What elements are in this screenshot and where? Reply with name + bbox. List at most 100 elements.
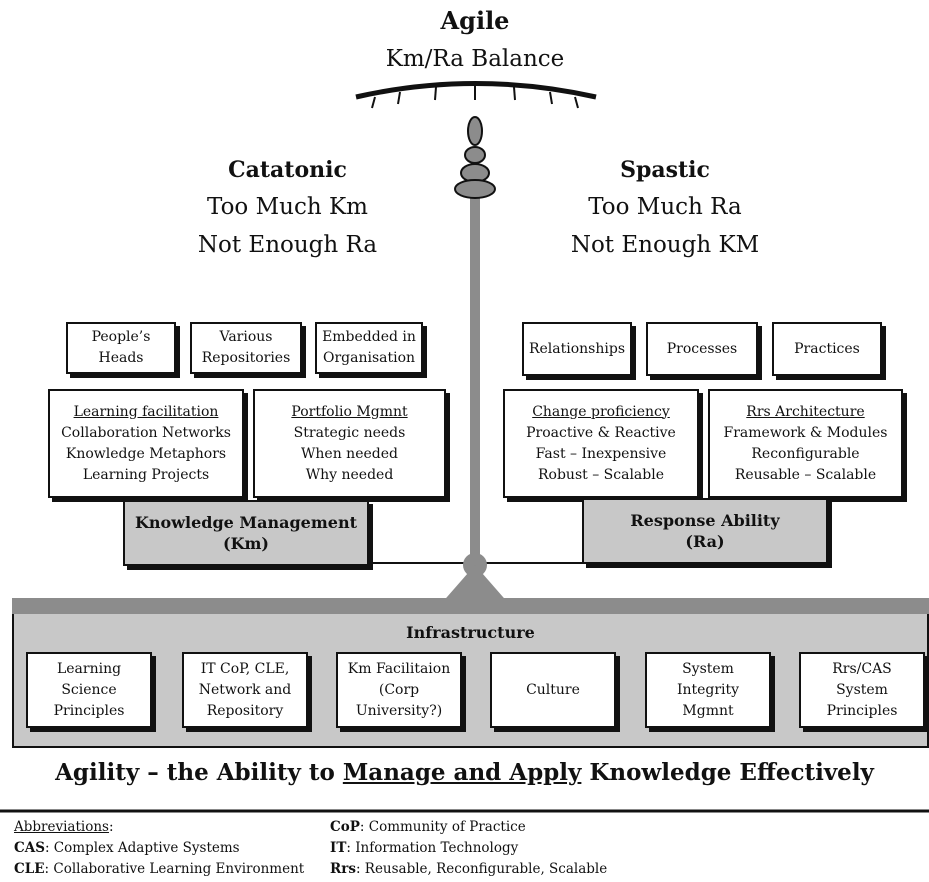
tagline-post: Knowledge Effectively [581, 759, 874, 786]
infra-line: System [836, 681, 888, 698]
ra-label: Response Ability [630, 511, 780, 530]
agile-title: Agile [440, 6, 510, 35]
portfolio-heading: Portfolio Mgmnt [291, 403, 408, 420]
abbr-item: Rrs: Reusable, Reconfigurable, Scalable [330, 859, 650, 880]
infra-line: Rrs/CAS [832, 660, 892, 677]
infra-line: IT CoP, CLE, [200, 660, 290, 677]
rrs-line3: Reusable – Scalable [734, 466, 877, 483]
knowledge-management-box: Knowledge Management (Km) [123, 500, 369, 566]
km-label: Knowledge Management [135, 513, 357, 532]
spastic-line2: Not Enough KM [570, 232, 760, 258]
abbr-item: IT: Information Technology [330, 838, 650, 859]
infra-line: (Corp [378, 681, 420, 698]
infra-it-cop-cle: IT CoP, CLE, Network and Repository [182, 652, 308, 728]
infra-line: Principles [53, 702, 125, 719]
change-proficiency-box: Change proficiency Proactive & Reactive … [503, 389, 699, 498]
abbr-value: : Community of Practice [359, 819, 526, 835]
gauge-ticks [371, 85, 579, 109]
km-source-peoples-heads: People’s Heads [66, 322, 176, 374]
infra-line: Integrity [676, 681, 740, 698]
abbr-key: CLE [14, 861, 45, 877]
ra-source-practices: Practices [772, 322, 882, 376]
rrs-line1: Framework & Modules [723, 424, 888, 441]
learning-line2: Knowledge Metaphors [65, 445, 227, 462]
rrs-heading: Rrs Architecture [746, 403, 865, 420]
rrs-line2: Reconfigurable [751, 445, 860, 462]
abbreviations-heading: Abbreviations: [14, 817, 334, 838]
source-line: Relationships [528, 340, 626, 357]
scale-pole [470, 190, 480, 565]
infra-line: Km Facilitaion [347, 660, 451, 677]
abbreviations-left: Abbreviations: CAS: Complex Adaptive Sys… [14, 817, 334, 880]
source-line: People’s [91, 329, 151, 345]
learning-facilitation-box: Learning facilitation Collaboration Netw… [48, 389, 244, 498]
km-abbrev: (Km) [223, 534, 269, 553]
rrs-architecture-box: Rrs Architecture Framework & Modules Rec… [708, 389, 903, 498]
response-ability-box: Response Ability (Ra) [582, 498, 828, 564]
infra-line: Network and [198, 681, 292, 698]
portfolio-line3: Why needed [305, 466, 394, 483]
infra-line: Culture [526, 681, 580, 698]
abbr-key: CAS [14, 840, 45, 856]
abbr-key: IT [330, 840, 347, 856]
infra-line: Mgmnt [682, 702, 734, 719]
source-line: Organisation [322, 350, 416, 366]
km-source-organisation: Embedded in Organisation [315, 322, 423, 374]
infra-line: Science [61, 681, 117, 698]
catatonic-line2: Not Enough Ra [197, 232, 378, 258]
source-line: Embedded in [322, 329, 416, 345]
infra-line: System [682, 660, 734, 677]
abbr-key: Rrs [330, 861, 356, 877]
spastic-title: Spastic [620, 157, 710, 183]
ra-source-relationships: Relationships [522, 322, 632, 376]
infra-km-facilitation: Km Facilitaion (Corp University?) [336, 652, 462, 728]
portfolio-line2: When needed [301, 445, 398, 462]
source-line: Various [219, 329, 273, 345]
ra-abbrev: (Ra) [685, 532, 725, 551]
source-line: Processes [666, 340, 738, 357]
abbr-item: CLE: Collaborative Learning Environment [14, 859, 334, 880]
infrastructure-title: Infrastructure [406, 623, 535, 642]
abbr-key: CoP [330, 819, 360, 835]
tagline-pre: Agility – the Ability to [55, 759, 343, 786]
abbr-value: : Complex Adaptive Systems [44, 840, 240, 856]
infrastructure-panel: Infrastructure [12, 614, 929, 748]
abbreviations-colon: : [108, 819, 114, 835]
scale-base-triangle [440, 565, 510, 605]
learning-heading: Learning facilitation [73, 403, 219, 420]
portfolio-mgmnt-box: Portfolio Mgmnt Strategic needs When nee… [253, 389, 446, 498]
base-beam [12, 598, 929, 614]
infra-line: Principles [826, 702, 898, 719]
ra-source-processes: Processes [646, 322, 758, 376]
km-source-repositories: Various Repositories [190, 322, 302, 374]
abbr-value: : Information Technology [346, 840, 519, 856]
abbreviations-right: CoP: Community of Practice IT: Informati… [330, 817, 650, 880]
abbreviations-heading-text: Abbreviations [14, 819, 109, 835]
balance-subtitle: Km/Ra Balance [385, 46, 565, 72]
infra-system-integrity: System Integrity Mgmnt [645, 652, 771, 728]
change-heading: Change proficiency [532, 403, 670, 420]
learning-line1: Collaboration Networks [61, 424, 231, 441]
catatonic-line1: Too Much Km [207, 194, 368, 220]
learning-line3: Learning Projects [82, 466, 210, 483]
change-line1: Proactive & Reactive [526, 424, 676, 441]
infra-line: Repository [206, 702, 284, 719]
source-line: Repositories [201, 350, 291, 366]
tagline-underlined: Manage and Apply [342, 759, 582, 786]
balance-gauge-arc [355, 81, 597, 100]
spastic-line1: Too Much Ra [588, 194, 742, 220]
infra-line: Learning [56, 660, 122, 677]
portfolio-line1: Strategic needs [293, 424, 406, 441]
abbr-value: : Collaborative Learning Environment [44, 861, 305, 877]
agility-tagline: Agility – the Ability to Manage and Appl… [0, 759, 929, 786]
change-line3: Robust – Scalable [538, 466, 664, 483]
source-line: Heads [98, 350, 144, 366]
infra-line: University?) [355, 702, 443, 719]
infra-learning-science: Learning Science Principles [26, 652, 152, 728]
abbr-item: CoP: Community of Practice [330, 817, 650, 838]
infra-culture: Culture [490, 652, 616, 728]
spastic-block: Spastic Too Much Ra Not Enough KM [545, 153, 785, 263]
catatonic-title: Catatonic [228, 157, 347, 183]
pointer-top [467, 116, 483, 146]
